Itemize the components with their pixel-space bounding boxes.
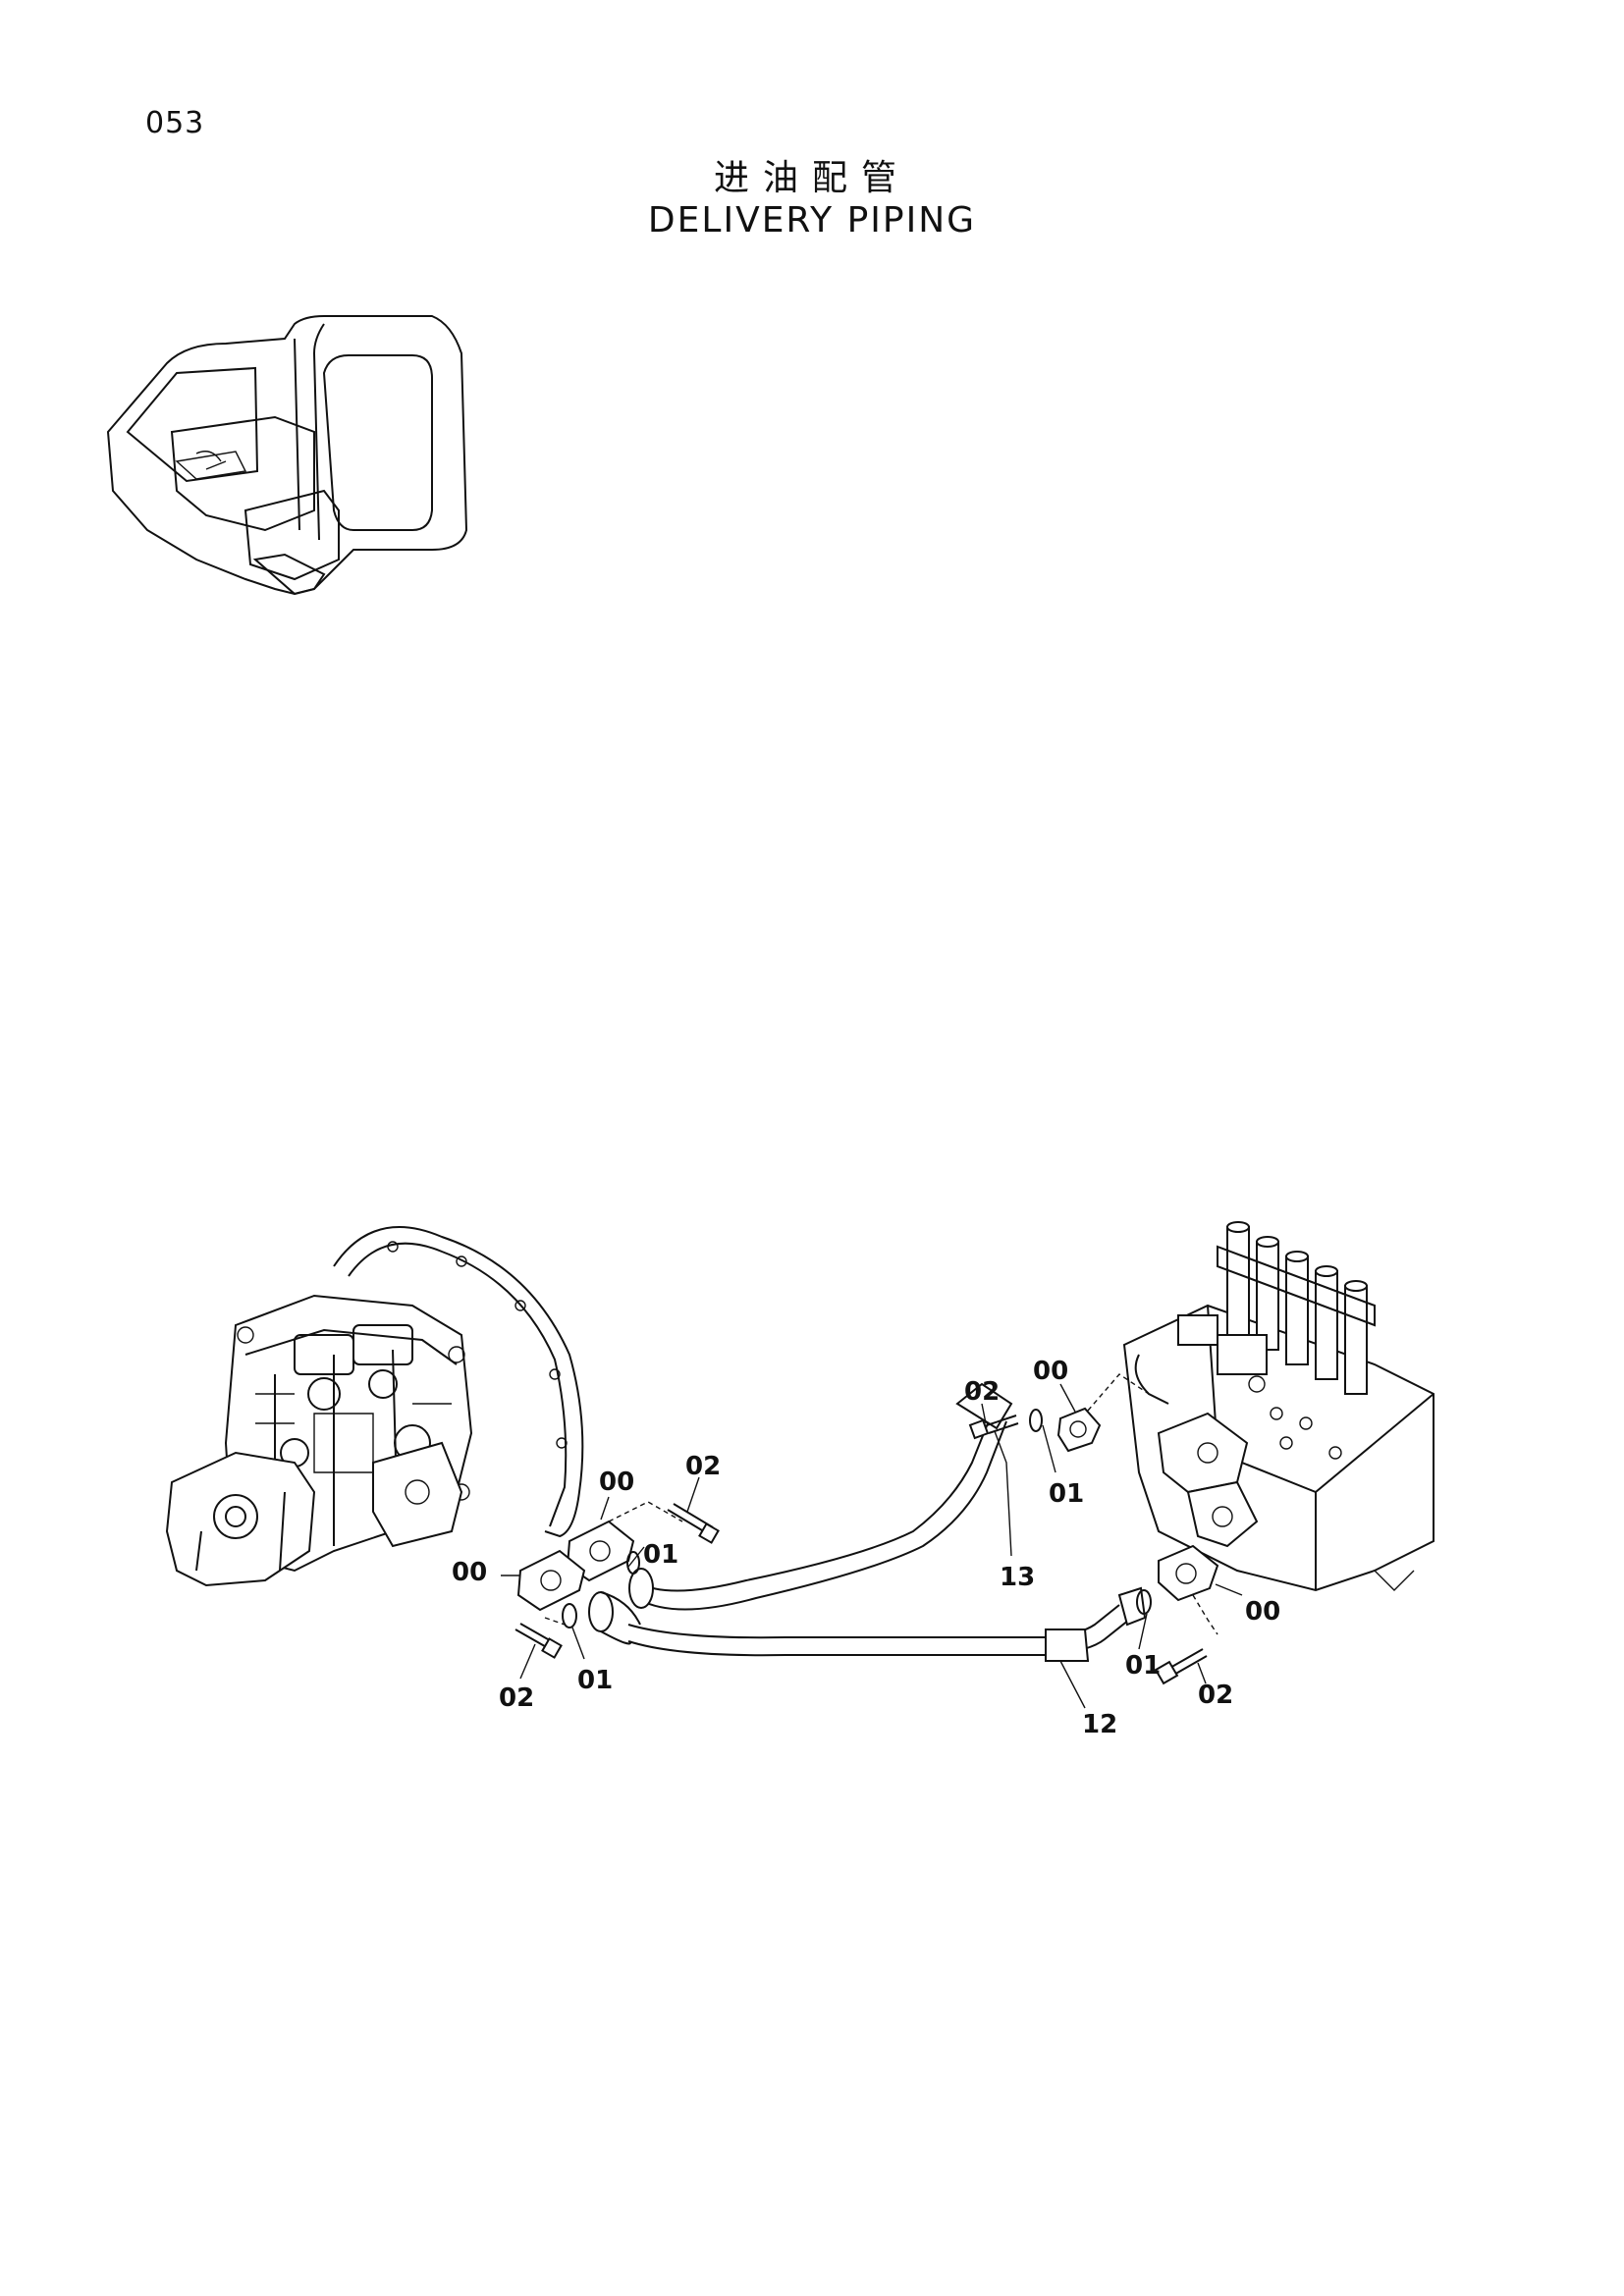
control-valve-icon [1122, 1221, 1435, 1592]
callout-flange: 00 [1033, 1357, 1068, 1386]
page-number: 053 [145, 106, 205, 140]
callout-bolt: 02 [964, 1377, 1000, 1407]
callout-o-ring: 01 [577, 1666, 613, 1695]
callout-bolt: 02 [499, 1683, 534, 1713]
callout-flange: 00 [1245, 1597, 1280, 1627]
callout-flange: 00 [599, 1468, 634, 1497]
callout-hose-12: 12 [1082, 1710, 1117, 1739]
hose-13 [637, 1382, 1013, 1611]
page-title-english: DELIVERY PIPING [647, 200, 977, 240]
hose-12 [627, 1586, 1147, 1662]
callout-flange: 00 [452, 1558, 487, 1587]
callout-o-ring: 01 [643, 1540, 678, 1570]
callout-hose-13: 13 [1000, 1563, 1035, 1592]
flange-parts [516, 1407, 1219, 1612]
page-title-chinese: 进油配管 [713, 158, 910, 198]
callout-o-ring: 01 [1049, 1479, 1084, 1509]
leader-lines [501, 1373, 1243, 1709]
callout-bolt: 02 [1198, 1681, 1233, 1710]
hydraulic-pump-icon [165, 1226, 584, 1587]
hose-fittings-left [588, 1568, 654, 1645]
callout-bolt: 02 [685, 1452, 721, 1481]
bolt-parts [514, 1415, 1208, 1685]
excavator-overview-icon [106, 315, 468, 596]
callout-o-ring: 01 [1125, 1651, 1161, 1681]
o-ring-parts [562, 1409, 1152, 1629]
